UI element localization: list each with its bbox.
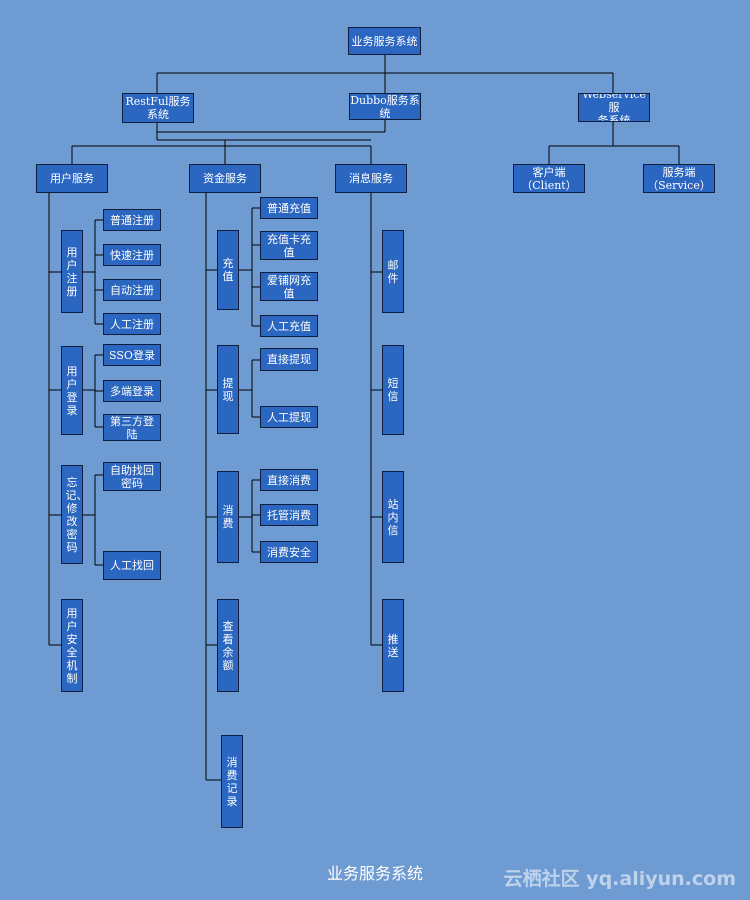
diagram-caption: 业务服务系统 <box>326 864 423 883</box>
node-root-label: 业务服务系统 <box>351 34 418 48</box>
node-reg-auto-label: 自动注册 <box>110 283 154 297</box>
node-login-multi: 多端登录 <box>103 380 161 402</box>
node-webservice: Webservice服 务系统 <box>578 93 650 122</box>
node-service-label: 服务端 （Service） <box>647 165 711 192</box>
node-rc-card: 充值卡充 值 <box>260 231 318 260</box>
node-user-service-label: 用户服务 <box>50 172 94 185</box>
node-login-multi-label: 多端登录 <box>110 384 154 398</box>
node-cs-direct: 直接消费 <box>260 469 318 491</box>
node-pwd-self-label: 自助找回 密码 <box>110 463 154 490</box>
node-rc-normal-label: 普通充值 <box>267 201 311 215</box>
node-wd-manual-label: 人工提现 <box>267 410 311 424</box>
node-reg-normal: 普通注册 <box>103 209 161 231</box>
node-rc-aibu: 爱铺网充 值 <box>260 272 318 301</box>
node-user-security: 用户安全机制 <box>61 599 83 692</box>
node-pwd-self: 自助找回 密码 <box>103 462 161 491</box>
node-login-third: 第三方登 陆 <box>103 414 161 441</box>
node-restful: RestFul服务 系统 <box>122 93 194 123</box>
node-inbox-label: 站内信 <box>387 497 399 537</box>
node-push-label: 推送 <box>387 632 399 659</box>
node-sms-label: 短信 <box>387 377 399 403</box>
node-root: 业务服务系统 <box>348 27 421 55</box>
node-client-label: 客户端 （Client） <box>521 165 577 192</box>
node-reg-manual: 人工注册 <box>103 313 161 335</box>
node-sms: 短信 <box>382 345 404 435</box>
node-rc-normal: 普通充值 <box>260 197 318 219</box>
node-withdraw: 提现 <box>217 345 239 434</box>
node-webservice-label: Webservice服 务系统 <box>582 93 646 122</box>
node-user-register-label: 用户注册 <box>66 245 78 298</box>
node-login-third-label: 第三方登 陆 <box>110 414 154 441</box>
node-wd-manual: 人工提现 <box>260 406 318 428</box>
node-pwd-manual-label: 人工找回 <box>110 559 154 572</box>
node-check-balance-label: 查看余额 <box>222 619 234 672</box>
node-withdraw-label: 提现 <box>222 376 234 403</box>
node-forget-password: 忘记、修改密码 <box>61 465 83 564</box>
node-cs-trust-label: 托管消费 <box>267 508 311 522</box>
node-reg-fast-label: 快速注册 <box>110 248 154 262</box>
node-cs-safe: 消费安全 <box>260 541 318 563</box>
node-push: 推送 <box>382 599 404 692</box>
node-inbox: 站内信 <box>382 471 404 563</box>
node-rc-manual: 人工充值 <box>260 315 318 337</box>
node-user-security-label: 用户安全机制 <box>66 606 78 685</box>
node-mail: 邮件 <box>382 230 404 313</box>
node-fund-service-label: 资金服务 <box>203 172 247 185</box>
node-pwd-manual: 人工找回 <box>103 551 161 580</box>
node-wd-direct: 直接提现 <box>260 348 318 371</box>
watermark: 云栖社区 yq.aliyun.com <box>503 868 736 890</box>
node-dubbo: Dubbo服务系 统 <box>349 93 421 120</box>
node-dubbo-label: Dubbo服务系 统 <box>350 93 420 120</box>
node-recharge-label: 充值 <box>222 257 234 283</box>
node-message-service-label: 消息服务 <box>349 172 393 185</box>
node-consume-record-label: 消费记录 <box>226 755 238 808</box>
node-reg-auto: 自动注册 <box>103 279 161 301</box>
node-client: 客户端 （Client） <box>513 164 585 193</box>
node-wd-direct-label: 直接提现 <box>267 353 311 366</box>
node-cs-safe-label: 消费安全 <box>267 545 311 559</box>
node-mail-label: 邮件 <box>387 258 399 285</box>
node-rc-manual-label: 人工充值 <box>267 319 311 333</box>
node-fund-service: 资金服务 <box>189 164 261 193</box>
node-user-register: 用户注册 <box>61 230 83 313</box>
node-consume: 消费 <box>217 471 239 563</box>
node-reg-manual-label: 人工注册 <box>110 317 154 331</box>
node-consume-record: 消费记录 <box>221 735 243 828</box>
node-rc-aibu-label: 爱铺网充 值 <box>267 273 311 300</box>
node-reg-normal-label: 普通注册 <box>110 213 154 227</box>
node-user-login-label: 用户登录 <box>66 364 78 417</box>
node-restful-label: RestFul服务 系统 <box>125 95 191 121</box>
node-login-sso-label: SSO登录 <box>109 348 155 362</box>
node-recharge: 充值 <box>217 230 239 310</box>
node-consume-label: 消费 <box>222 504 234 530</box>
node-rc-card-label: 充值卡充 值 <box>267 232 311 259</box>
node-user-login: 用户登录 <box>61 346 83 435</box>
node-login-sso: SSO登录 <box>103 344 161 366</box>
node-user-service: 用户服务 <box>36 164 108 193</box>
node-forget-password-label: 忘记、修改密码 <box>65 475 83 554</box>
node-reg-fast: 快速注册 <box>103 244 161 266</box>
node-cs-direct-label: 直接消费 <box>267 473 311 487</box>
node-cs-trust: 托管消费 <box>260 504 318 526</box>
node-service: 服务端 （Service） <box>643 164 715 193</box>
node-message-service: 消息服务 <box>335 164 407 193</box>
node-check-balance: 查看余额 <box>217 599 239 692</box>
